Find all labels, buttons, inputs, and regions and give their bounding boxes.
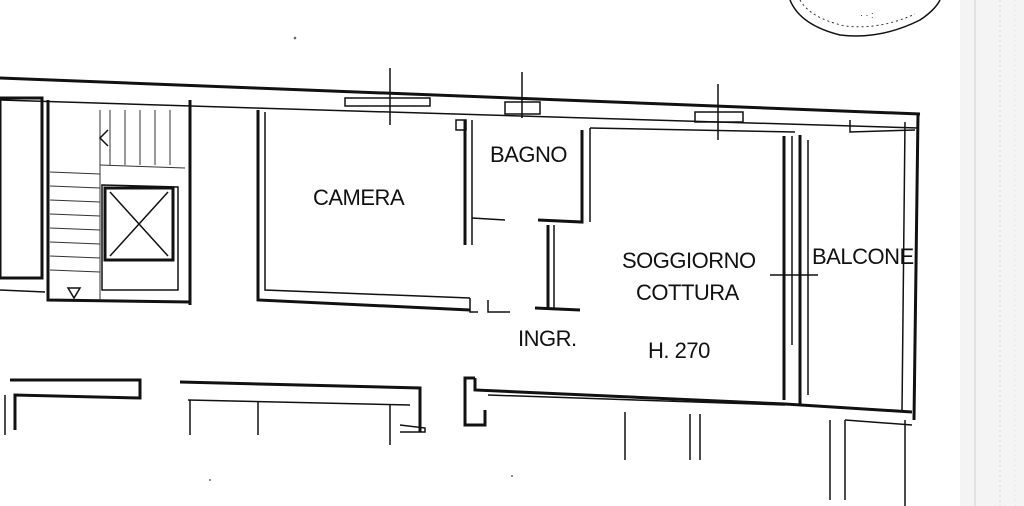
room-label-camera: CAMERA: [313, 185, 405, 210]
scan-noise: [960, 0, 1024, 506]
room-label-cottura: COTTURA: [636, 280, 740, 305]
stamp: · · :: [789, 0, 941, 37]
bagno-walls: [471, 128, 591, 312]
ceiling-height-label: H. 270: [648, 338, 710, 363]
soggiorno-walls: [589, 120, 916, 405]
room-label-ingresso: INGR.: [518, 326, 577, 351]
scan-specks: [209, 36, 513, 481]
window-marks: [344, 68, 744, 140]
svg-text:· · :: · · :: [860, 10, 874, 20]
room-label-bagno: BAGNO: [490, 142, 567, 167]
room-label-balcone: BALCONE: [812, 244, 914, 269]
lower-units: [4, 376, 913, 506]
room-label-soggiorno: SOGGIORNO: [622, 248, 756, 273]
camera-walls: [256, 110, 510, 313]
stair-block: [0, 96, 192, 305]
